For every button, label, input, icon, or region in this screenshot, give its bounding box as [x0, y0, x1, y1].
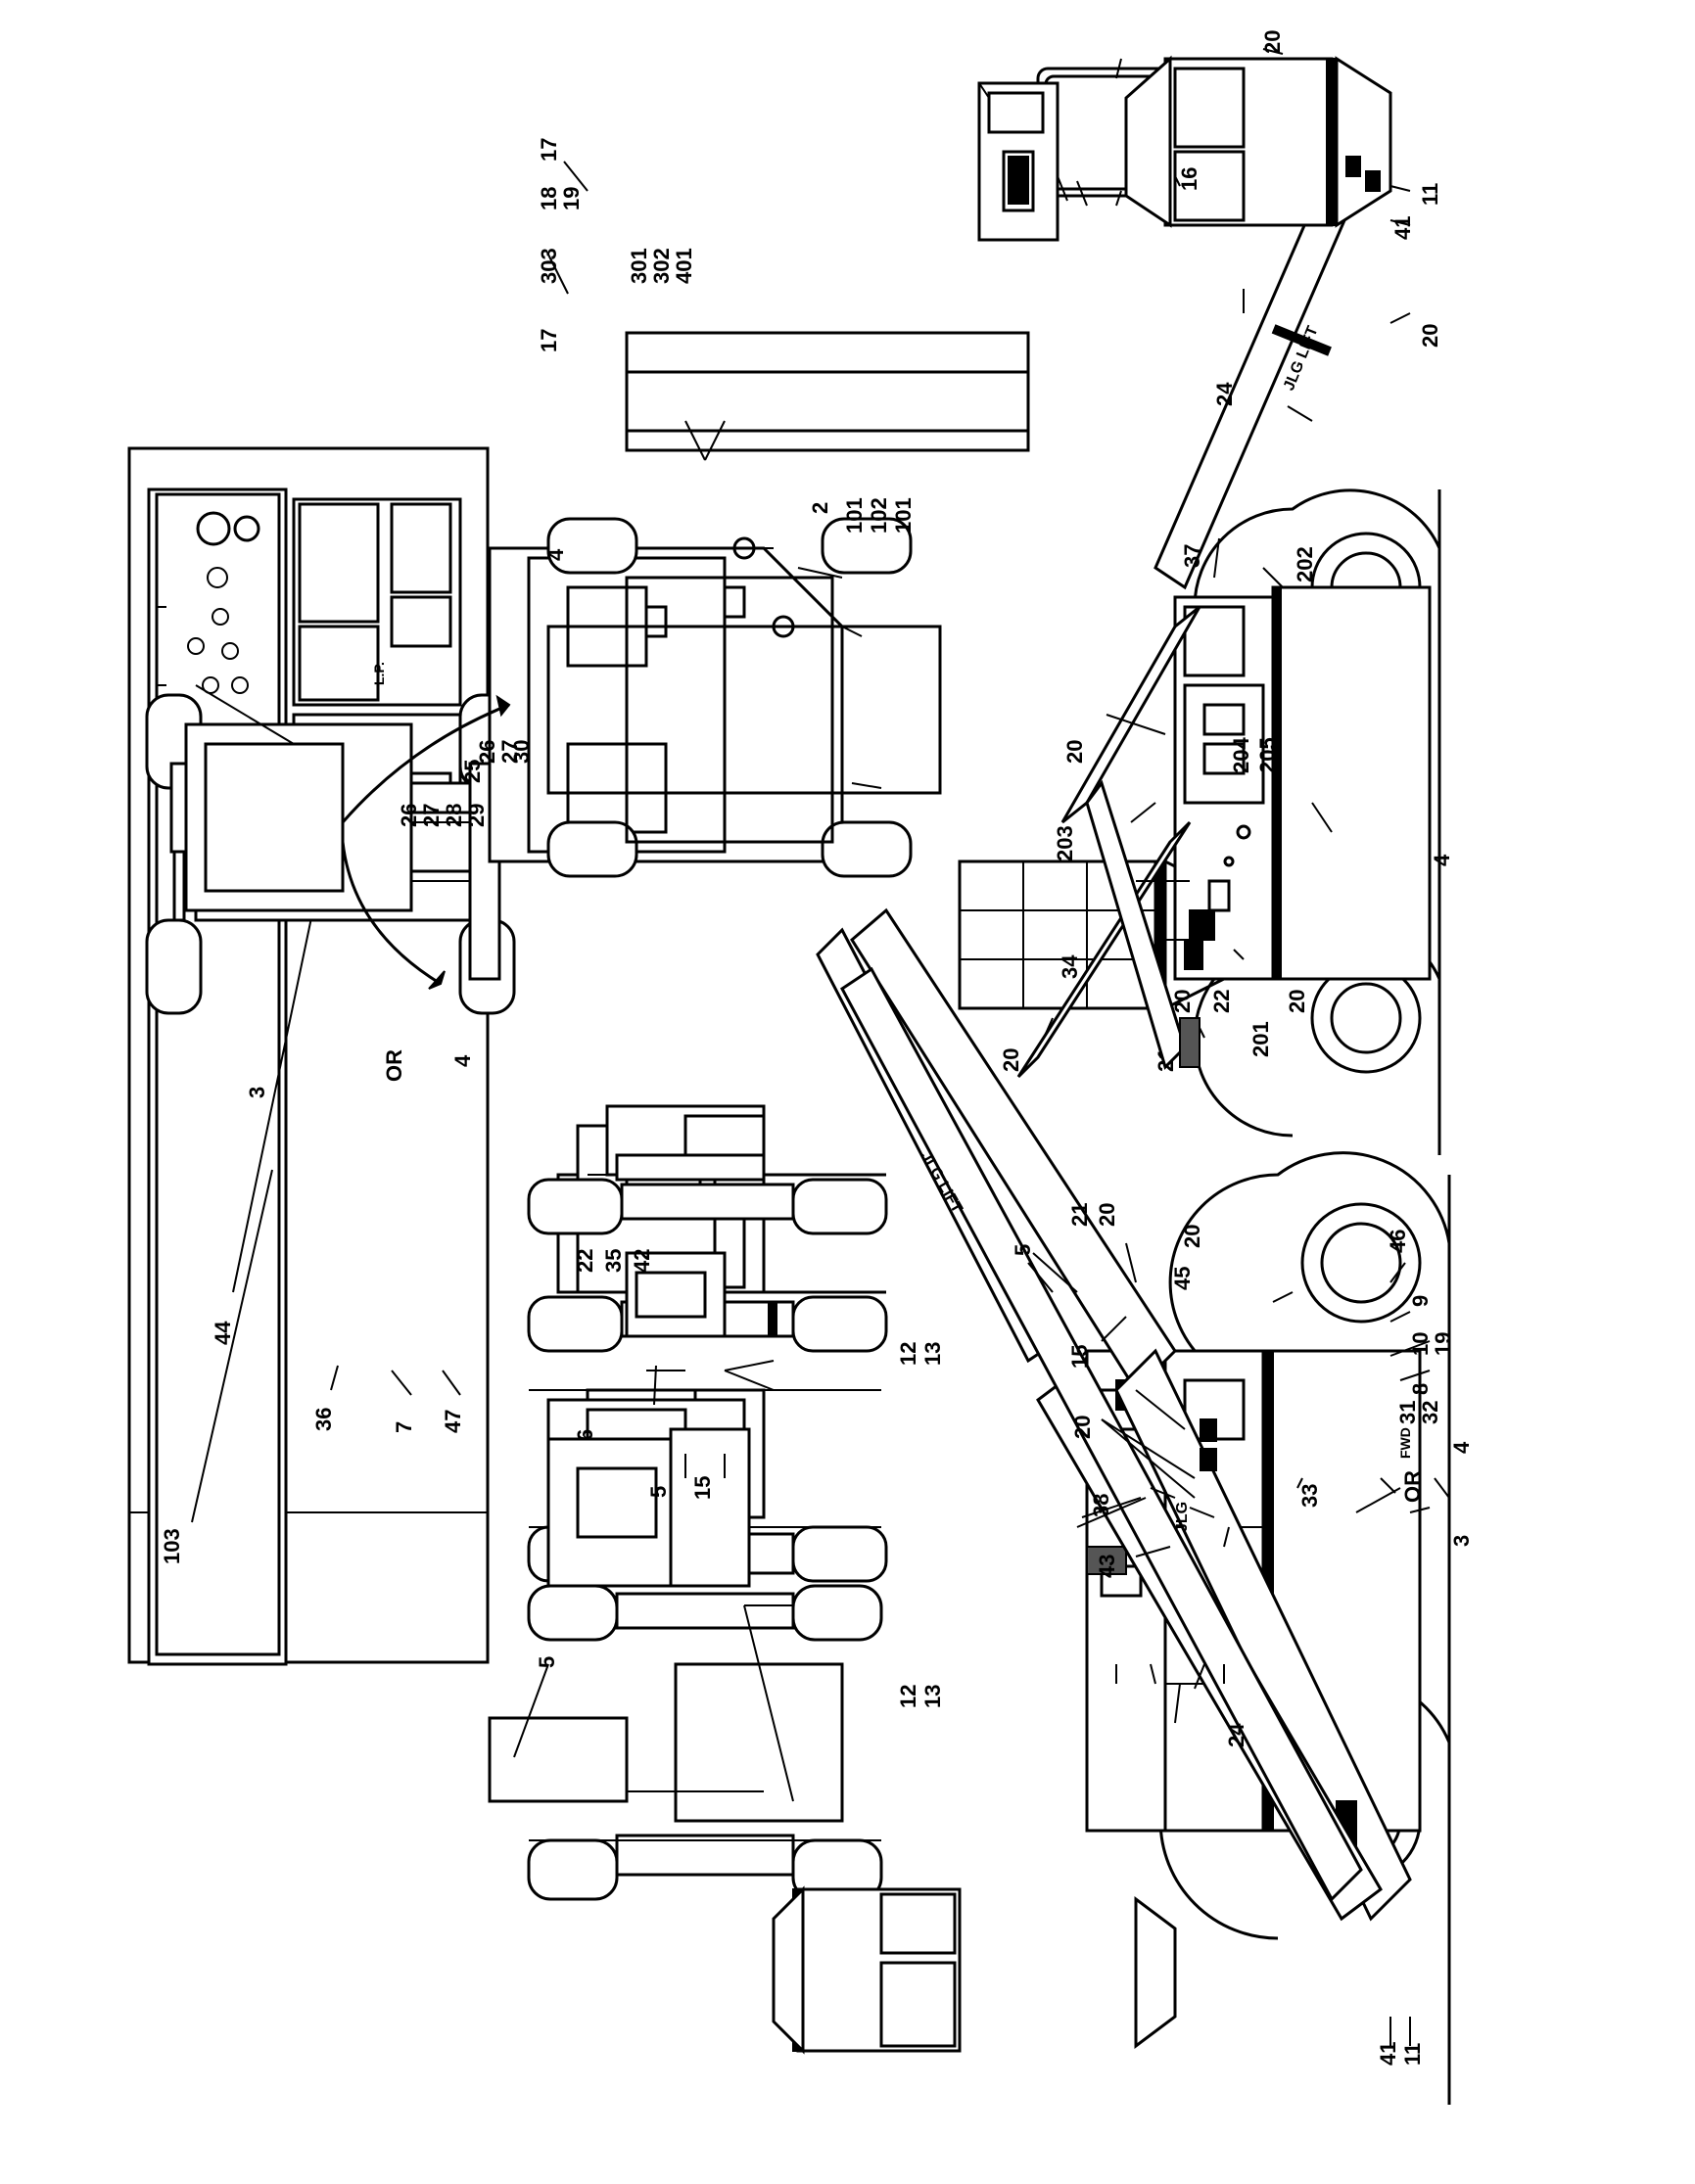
callout-17-b: 17	[537, 329, 561, 352]
fwd-decal: FWD	[1397, 1427, 1413, 1459]
callout-42: 42	[630, 1249, 654, 1273]
callout-43: 43	[1095, 1555, 1119, 1578]
top-plan-view: 3 OR 4 26 27 28 29 30 25 26 27 2 101 102…	[145, 58, 1216, 1098]
callout-102: 102	[867, 497, 891, 534]
callout-401: 401	[672, 248, 696, 284]
callout-38: 38	[1089, 1494, 1113, 1517]
callout-24-left: 24	[1224, 1723, 1248, 1747]
callout-5-left: 5	[1011, 1244, 1035, 1256]
callout-101-a: 101	[842, 497, 867, 534]
callout-28: 28	[442, 804, 466, 827]
callout-20-left-a: 20	[1095, 1203, 1119, 1227]
callout-20-upper-top: 20	[1260, 30, 1285, 54]
callout-103: 103	[160, 1528, 184, 1564]
callout-20-detail: 20	[999, 1048, 1023, 1072]
engine-compartment-view: L.P. 103 44 36 7 47	[127, 446, 490, 1666]
callout-17-a: 17	[537, 138, 561, 162]
callout-15-left: 15	[1067, 1345, 1092, 1369]
callout-8: 8	[1408, 1383, 1433, 1395]
callout-27-a: 27	[419, 804, 444, 827]
callout-10: 10	[1408, 1332, 1433, 1356]
callout-3-top: 3	[245, 1087, 269, 1098]
callout-20-upper-mid: 20	[1062, 740, 1087, 764]
callout-202: 202	[1293, 546, 1317, 582]
callout-32: 32	[1418, 1401, 1442, 1424]
callout-3-left: 3	[1449, 1535, 1474, 1547]
callout-20-upper-boom: 20	[1418, 324, 1442, 348]
callout-41-upper: 41	[1390, 216, 1415, 240]
callout-12-front: 12	[896, 1342, 920, 1366]
callout-35: 35	[601, 1249, 626, 1273]
callout-37: 37	[1180, 544, 1204, 568]
callout-303: 303	[537, 248, 561, 284]
callout-2: 2	[808, 502, 832, 514]
callout-15-front: 15	[690, 1476, 715, 1500]
callout-13-rear: 13	[920, 1685, 945, 1708]
callout-16: 16	[1177, 167, 1201, 191]
callout-201: 201	[1248, 1021, 1273, 1057]
callout-22-front: 22	[573, 1249, 597, 1273]
callout-27-b: 27	[497, 740, 522, 764]
callout-13-front: 13	[920, 1342, 945, 1366]
callout-5-front: 5	[646, 1486, 671, 1498]
callout-30: 30	[509, 740, 534, 764]
callout-302: 302	[649, 248, 674, 284]
callout-203: 203	[1053, 825, 1077, 861]
callout-9: 9	[1408, 1295, 1433, 1307]
callout-4-upper: 4	[1430, 854, 1454, 866]
callout-6: 6	[573, 1429, 597, 1441]
callout-4-top-a: 4	[450, 1054, 475, 1067]
rear-view: 5 12 13	[488, 1124, 945, 1901]
callout-34: 34	[1058, 954, 1082, 979]
callout-20-left-b: 20	[1180, 1225, 1204, 1248]
callout-4-top-b: 4	[543, 548, 568, 561]
jlg-decal-side-a: JLG	[1174, 1502, 1191, 1532]
callout-36: 36	[311, 1408, 336, 1431]
callout-12-rear: 12	[896, 1685, 920, 1708]
callout-204: 204	[1229, 737, 1253, 773]
callout-22-upper: 22	[1209, 990, 1234, 1013]
callout-26-b: 26	[475, 740, 499, 764]
left-side-view-callouts: FWD 5 21 20 45 20 15 20 46 9 10 19 8 31 …	[1011, 1203, 1474, 2066]
callout-7: 7	[392, 1421, 416, 1433]
callout-101-b: 101	[891, 497, 916, 534]
callout-19-top: 19	[559, 187, 584, 210]
callout-26-a: 26	[397, 804, 421, 827]
callout-24-upper: 24	[1212, 382, 1237, 406]
or-label-left: OR	[1400, 1470, 1425, 1503]
callout-45: 45	[1170, 1267, 1195, 1290]
callout-20-upper-low-b: 20	[1285, 990, 1309, 1013]
callout-20-upper-low-a: 20	[1170, 990, 1195, 1013]
callout-47: 47	[441, 1410, 465, 1433]
callout-33: 33	[1297, 1484, 1322, 1508]
callout-4-left: 4	[1449, 1441, 1474, 1454]
callout-44: 44	[211, 1321, 235, 1345]
callout-19-left: 19	[1431, 1332, 1455, 1356]
callout-46: 46	[1386, 1230, 1410, 1253]
callout-25: 25	[460, 760, 485, 783]
callout-29: 29	[464, 804, 489, 827]
lp-decal: L.P.	[371, 662, 387, 685]
callout-20-left-c: 20	[1070, 1416, 1095, 1439]
callout-11-left: 11	[1400, 2043, 1425, 2066]
callout-205: 205	[1255, 737, 1280, 773]
callout-11-upper: 11	[1418, 183, 1442, 206]
callout-41-left: 41	[1376, 2042, 1400, 2066]
front-view: 22 35 42 6 5 15 12 13	[527, 1104, 945, 1500]
or-label-top: OR	[382, 1049, 406, 1082]
callout-21-left: 21	[1067, 1203, 1092, 1227]
right-side-upper-view: JLG LIFT 20 16 11 41 20 24 37 202	[1016, 30, 1454, 1155]
callout-301: 301	[627, 248, 651, 284]
callout-5-rear: 5	[535, 1656, 559, 1668]
callout-18: 18	[537, 187, 561, 210]
callout-31: 31	[1395, 1401, 1420, 1424]
